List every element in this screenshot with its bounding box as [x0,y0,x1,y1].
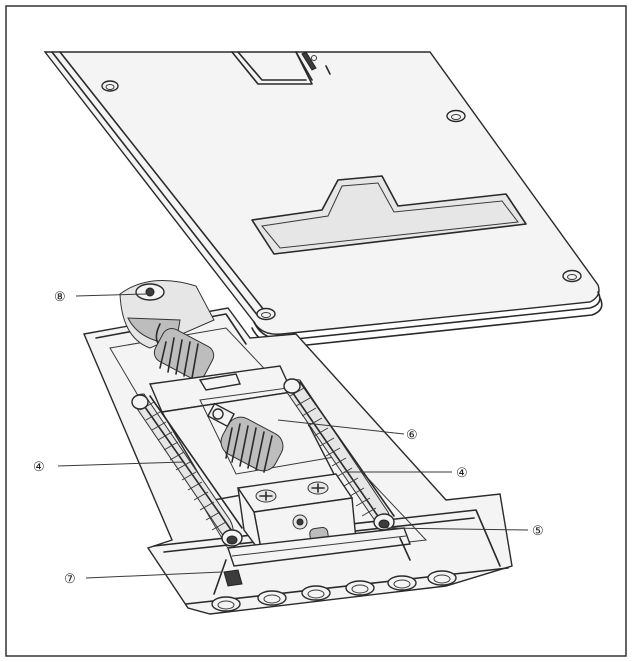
diagram-border [5,5,627,657]
callout-8: ⑧ [54,289,66,304]
callout-5: ⑤ [532,523,544,538]
top-plate [43,51,603,348]
right-spring [283,378,395,531]
callout-4-left: ④ [33,459,45,474]
callout-6: ⑥ [406,427,418,442]
rear-spring [153,327,215,381]
slider-carriage [148,365,341,501]
leader-lines [57,293,529,579]
detent-strip [213,527,411,595]
callout-4-right: ④ [456,465,468,480]
left-spring [131,393,243,547]
callout-7: ⑦ [64,571,76,586]
rear-cam [119,280,215,353]
